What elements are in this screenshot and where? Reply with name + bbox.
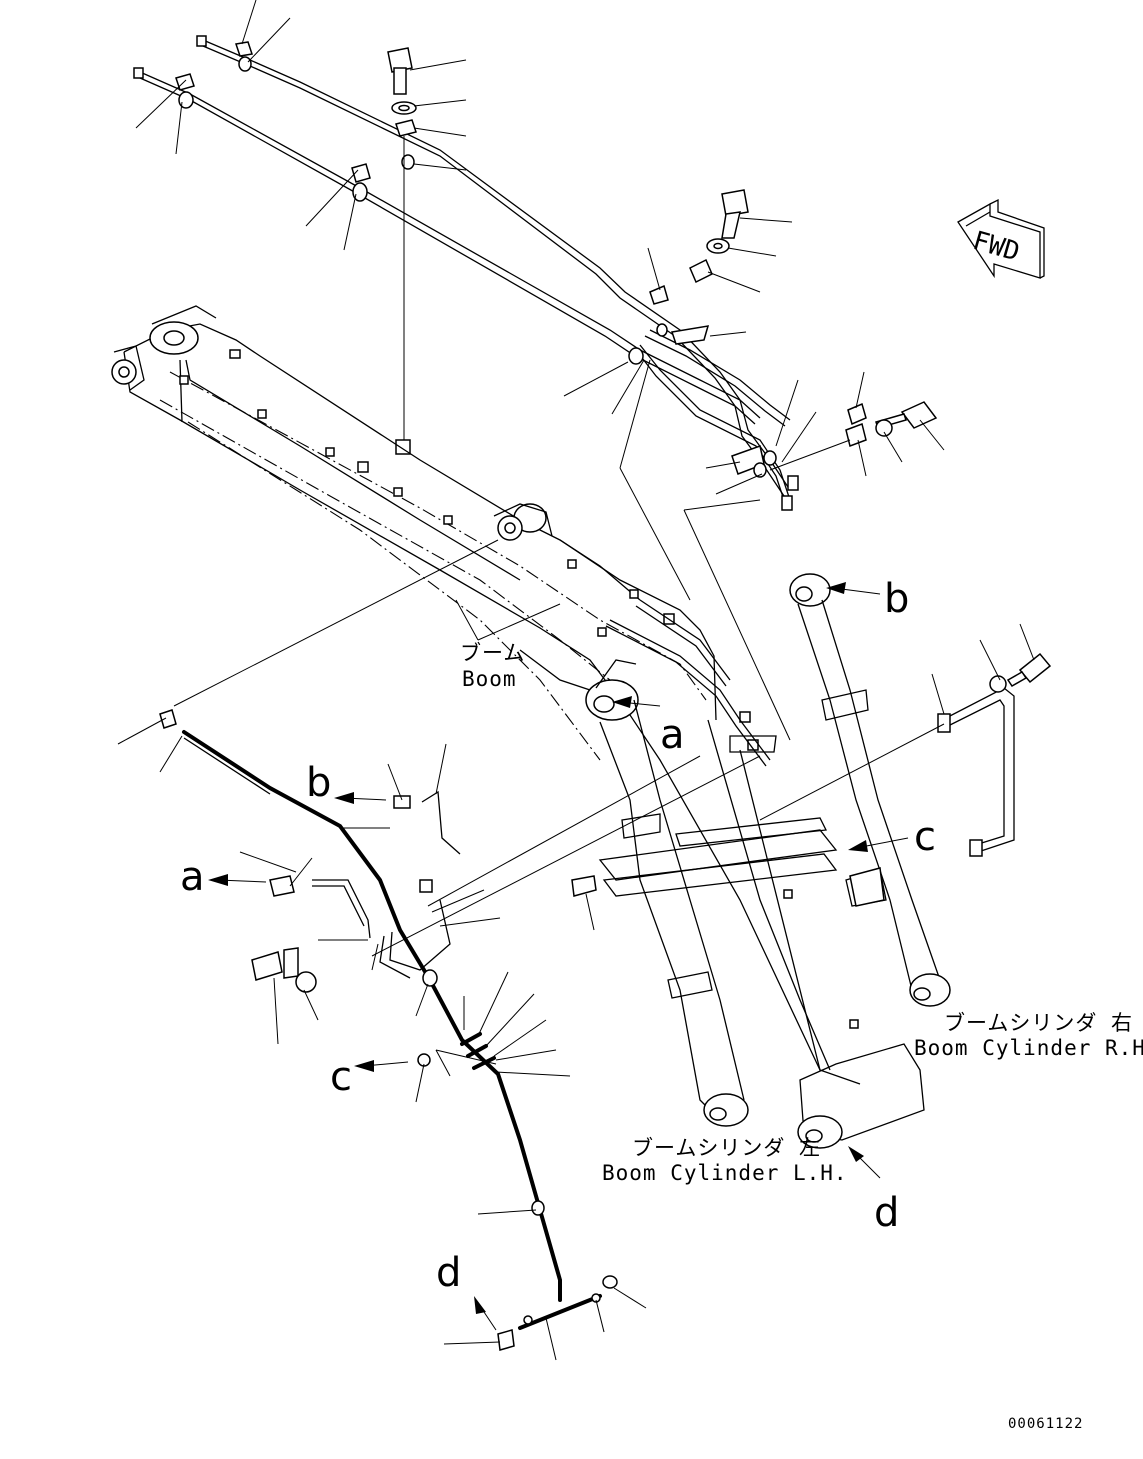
ref-c-left: c: [330, 1054, 352, 1100]
boom-cylinder-rh-label-en: Boom Cylinder R.H.: [914, 1036, 1143, 1060]
boom-label-jp: ブーム: [460, 641, 525, 665]
reference-arrows: [208, 582, 909, 1331]
lower-hose-assembly: [159, 709, 618, 1351]
document-number: 00061122: [1008, 1416, 1083, 1432]
upper-pipe-assembly: [133, 35, 799, 511]
ref-d-right: d: [874, 1190, 899, 1236]
pipe-clamps: [175, 41, 867, 478]
boom-cylinder-lh-label-en: Boom Cylinder L.H.: [602, 1161, 848, 1185]
boom-label-en: Boom: [462, 667, 517, 691]
ref-b-left: b: [306, 760, 331, 806]
ref-c-right: c: [914, 814, 936, 860]
cylinder-base-bracket: [797, 1043, 925, 1149]
ref-b-right: b: [884, 576, 909, 622]
boom-cylinder-lh-label-jp: ブームシリンダ 左: [632, 1136, 821, 1160]
boom-cylinder-right: [789, 573, 951, 1007]
bolt-stack-right: [706, 189, 938, 437]
boom-cylinder-left: [585, 659, 749, 1127]
leader-lines-upper: [135, 0, 945, 741]
boom-cylinder-rh-label-jp: ブームシリンダ 右: [944, 1011, 1133, 1035]
bracket-fitting-c: [571, 867, 885, 931]
ref-d-left: d: [436, 1250, 461, 1296]
fwd-label: FWD: [970, 226, 1023, 268]
return-pipe-right: [759, 623, 1052, 857]
mid-frame-plates: [598, 817, 838, 897]
ref-a-right: a: [660, 712, 685, 758]
bolt-stack-top: [387, 47, 417, 455]
boom-structure: [111, 305, 861, 1085]
leader-lines-lower: [117, 539, 761, 1361]
fwd-direction-arrow: FWD: [957, 198, 1045, 279]
ref-a-left: a: [180, 854, 205, 900]
